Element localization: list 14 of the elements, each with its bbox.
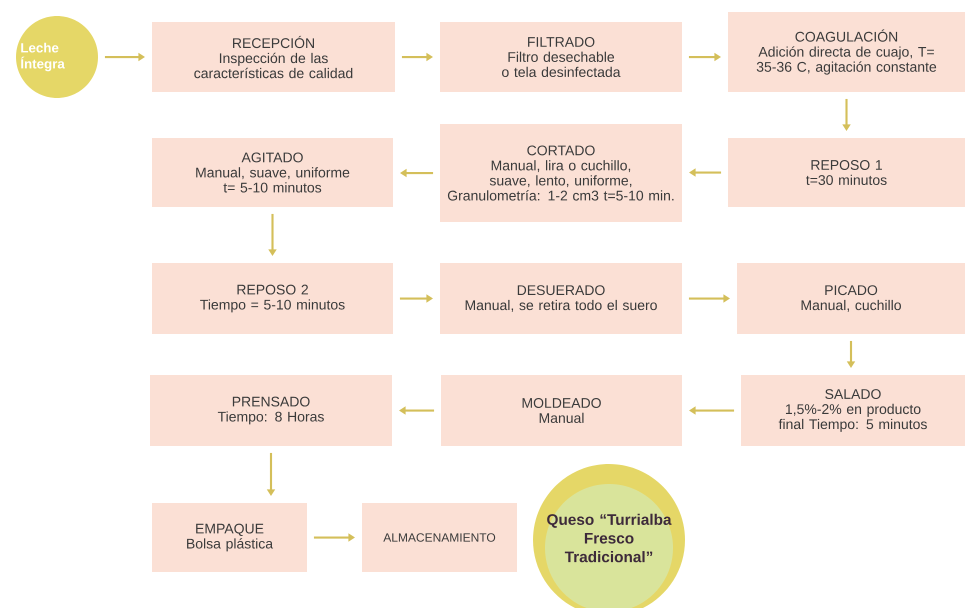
process-box: EMPAQUE Bolsa plástica (152, 503, 307, 572)
process-box: MOLDEADO Manual (441, 375, 682, 446)
process-box: CORTADO Manual, lira o cuchillo, suave, lento, uniforme, Granulometría: 1-2 cm3 t=5-10 min. (440, 124, 682, 222)
process-box: PICADO Manual, cuchillo (737, 263, 965, 334)
process-box: ALMACENAMIENTO (362, 503, 517, 572)
process-box: FILTRADO Filtro desechable o tela desinfectada (440, 22, 682, 92)
process-box: REPOSO 2 Tiempo = 5-10 minutos (152, 263, 393, 334)
process-box: SALADO 1,5%-2% en producto final Tiempo: 5 minutos (741, 375, 965, 446)
process-box: DESUERADO Manual, se retira todo el suero (440, 263, 682, 334)
process-box: REPOSO 1 t=30 minutos (728, 138, 965, 207)
process-box: RECEPCIÓN Inspección de las características de calidad (152, 22, 395, 92)
process-box: AGITADO Manual, suave, uniforme t= 5-10 minutos (152, 138, 393, 207)
process-box: PRENSADO Tiempo: 8 Horas (150, 375, 392, 446)
process-box: COAGULACIÓN Adición directa de cuajo, T= 35-36 C, agitación constante (728, 12, 965, 92)
